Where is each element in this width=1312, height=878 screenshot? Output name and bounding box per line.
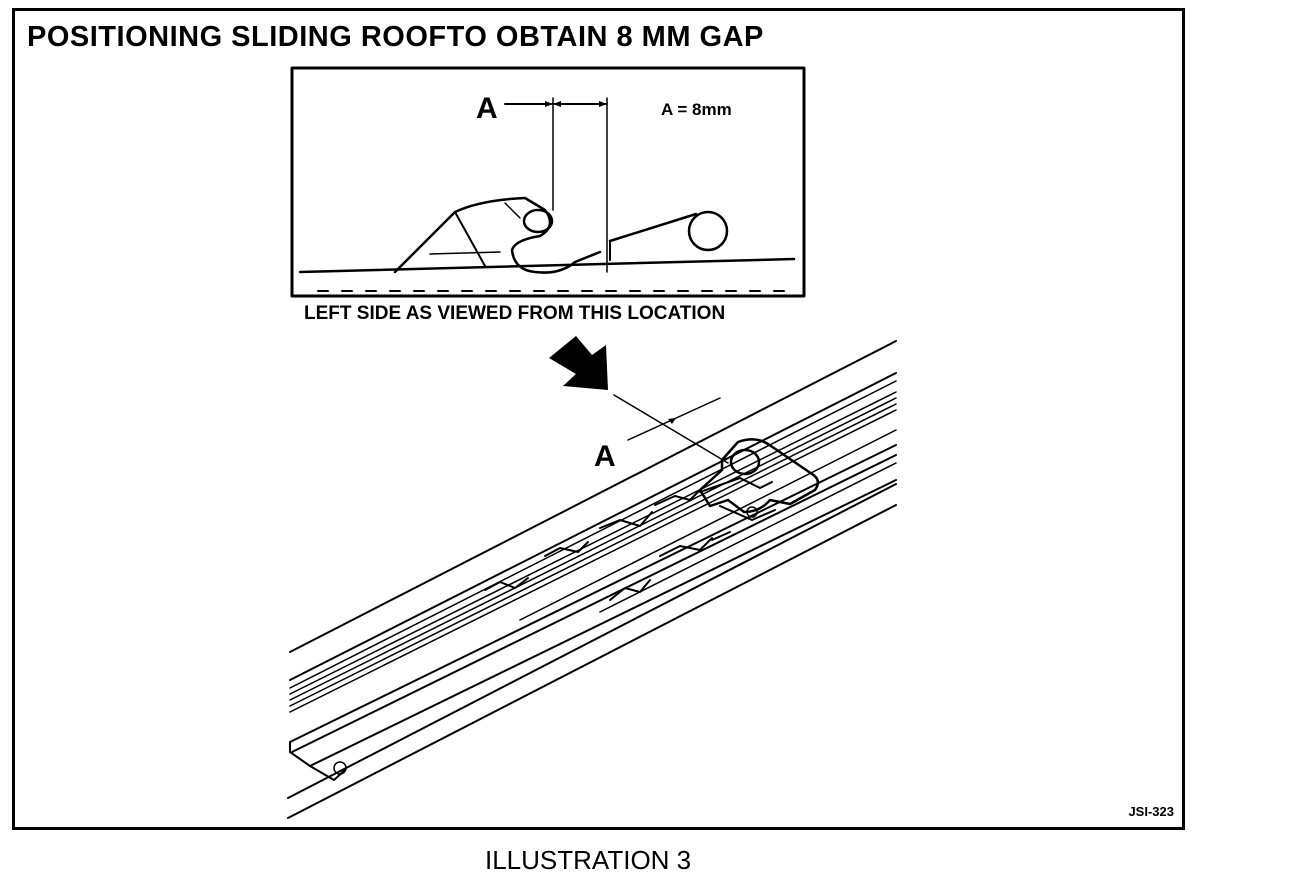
main-rail-view: A <box>287 340 897 819</box>
figure-code: JSI-323 <box>1128 804 1174 819</box>
figure-title: POSITIONING SLIDING ROOFTO OBTAIN 8 MM G… <box>27 21 764 53</box>
figure-caption: ILLUSTRATION 3 <box>485 845 692 875</box>
roof-front-profile <box>393 196 602 274</box>
figure-frame: POSITIONING SLIDING ROOFTO OBTAIN 8 MM G… <box>12 8 1185 830</box>
roof-rear-roller <box>608 210 729 261</box>
view-arrow <box>549 336 608 390</box>
detail-dimension-label: A <box>476 92 498 125</box>
roof-bracket <box>698 438 820 521</box>
dimension-a-detail: A A = 8mm <box>476 92 732 273</box>
detail-dimension-value: A = 8mm <box>661 100 732 119</box>
dimension-a-main: A <box>594 394 729 473</box>
view-note: LEFT SIDE AS VIEWED FROM THIS LOCATION <box>304 303 725 324</box>
main-dimension-label: A <box>594 440 616 473</box>
detail-inset: A A = 8mm LEFT SIDE AS VIEWED FROM THIS … <box>290 66 806 324</box>
